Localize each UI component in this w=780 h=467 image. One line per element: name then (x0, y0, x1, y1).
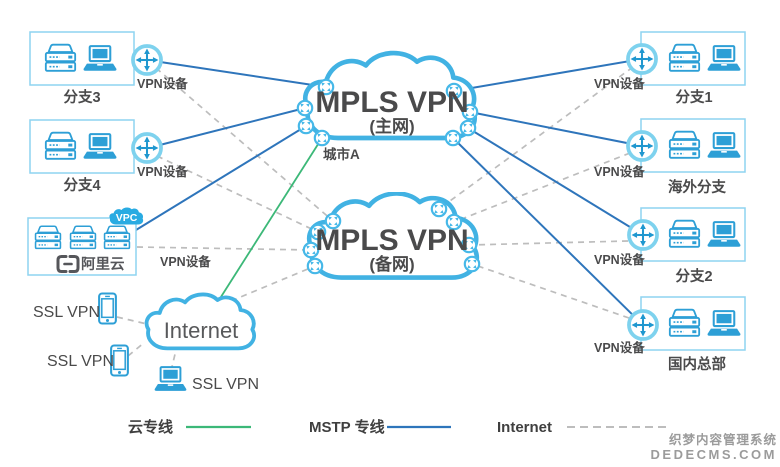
dashed-link-branch4-backup (156, 155, 319, 233)
server-icon (44, 43, 77, 72)
aliyun-logo-icon (56, 255, 80, 273)
dashed-link-internet-backup (230, 265, 316, 302)
watermark-line2: DEDECMS.COM (651, 447, 777, 462)
site-label: 分支3 (63, 88, 100, 106)
legend: 云专线 MSTP 专线 Internet (128, 418, 671, 436)
dashed-link-phone2-internet (127, 341, 146, 357)
server-icon (668, 43, 701, 72)
vpn-router-icon (627, 309, 659, 341)
server-icon (668, 130, 701, 159)
site-label: 分支1 (675, 88, 712, 106)
internet-links (116, 66, 634, 372)
vpn-router-icon (131, 44, 163, 76)
site-overseas: VPN设备 海外分支 (594, 118, 746, 196)
laptop-icon (153, 366, 188, 392)
vpn-device-label: VPN设备 (594, 164, 645, 179)
watermark-line1: 织梦内容管理系统 (669, 432, 777, 447)
dashed-link-phone1-internet (116, 316, 148, 325)
city-a-label: 城市A (323, 146, 360, 162)
pe-node-icon (463, 255, 481, 273)
backup-cloud-subtitle: (备网) (369, 254, 414, 274)
dashed-link-aliyun-backup (136, 246, 312, 251)
pe-node-icon (313, 129, 331, 147)
legend-internet-line-label: Internet (497, 419, 552, 436)
dashed-link-branch1-backup (438, 66, 634, 210)
site-branch4: VPN设备 分支4 (29, 119, 188, 194)
dashed-link-hq-backup (471, 263, 630, 319)
mstp-link-branch4-main (147, 107, 306, 149)
mstp-link-aliyun-main (135, 125, 307, 231)
mstp-link-main-branch1 (453, 58, 643, 92)
mstp-link-branch3-main (146, 59, 327, 88)
mstp-link-main-overseas (469, 111, 643, 147)
site-label: 分支2 (675, 267, 712, 285)
vpn-device-label: VPN设备 (160, 254, 211, 269)
mstp-links (135, 58, 644, 326)
pe-node-icon (430, 200, 448, 218)
main-cloud-title: MPLS VPN (315, 86, 468, 119)
mstp-link-main-branch2 (467, 127, 644, 236)
ssl-vpn-label: SSL VPN (33, 304, 100, 321)
legend-cloud-line-label: 云专线 (128, 418, 173, 436)
server-icon (69, 225, 97, 250)
main-cloud-subtitle: (主网) (369, 116, 414, 136)
server-icon (668, 308, 701, 337)
site-branch1: VPN设备 分支1 (594, 31, 746, 106)
backup-cloud-title: MPLS VPN (315, 224, 468, 257)
vpn-router-icon (626, 43, 658, 75)
legend-mstp-line-label: MSTP 专线 (309, 418, 385, 436)
dashed-link-branch3-backup (155, 67, 334, 222)
pe-node-icon (444, 129, 462, 147)
ssl-vpn-label: SSL VPN (192, 376, 259, 393)
site-branch3: VPN设备 分支3 (29, 31, 188, 106)
vpn-router-icon (627, 219, 659, 251)
vpn-device-label: VPN设备 (594, 252, 645, 267)
vpn-device-label: VPN设备 (594, 340, 645, 355)
pe-node-icon (296, 99, 314, 117)
dashed-link-overseas-backup (453, 152, 631, 223)
server-icon (668, 219, 701, 248)
site-label: 国内总部 (668, 355, 726, 373)
site-hq: VPN设备 国内总部 (594, 296, 746, 373)
pe-node-icon (306, 257, 324, 275)
site-branch2: VPN设备 分支2 (594, 207, 746, 285)
ssl-clients: SSL VPN SSL VPN SSL VPN (33, 292, 259, 393)
server-icon (34, 225, 62, 250)
server-icon (44, 131, 77, 160)
smartphone-icon (98, 292, 117, 325)
site-label: 阿里云 (81, 256, 125, 273)
vpn-device-label: VPN设备 (137, 76, 188, 91)
dashed-link-branch2-backup (468, 240, 629, 246)
vpn-device-label: VPN设备 (137, 164, 188, 179)
vpn-router-icon (131, 132, 163, 164)
site-aliyun: 阿里云 VPC VPN设备 (27, 207, 211, 276)
watermark: 织梦内容管理系统 DEDECMS.COM (649, 431, 777, 464)
ssl-vpn-label: SSL VPN (47, 353, 114, 370)
internet-cloud-label: Internet (164, 318, 239, 343)
pe-node-icon (297, 117, 315, 135)
mstp-link-main-hq (452, 137, 644, 326)
server-icon (103, 225, 131, 250)
site-label: 分支4 (63, 176, 100, 194)
vpn-device-label: VPN设备 (594, 76, 645, 91)
pe-node-icon (459, 119, 477, 137)
cloud-dedicated-link-internet-main (218, 137, 323, 301)
vpn-router-icon (626, 130, 658, 162)
site-label: 海外分支 (668, 178, 726, 196)
vpc-badge-label: VPC (116, 212, 138, 224)
